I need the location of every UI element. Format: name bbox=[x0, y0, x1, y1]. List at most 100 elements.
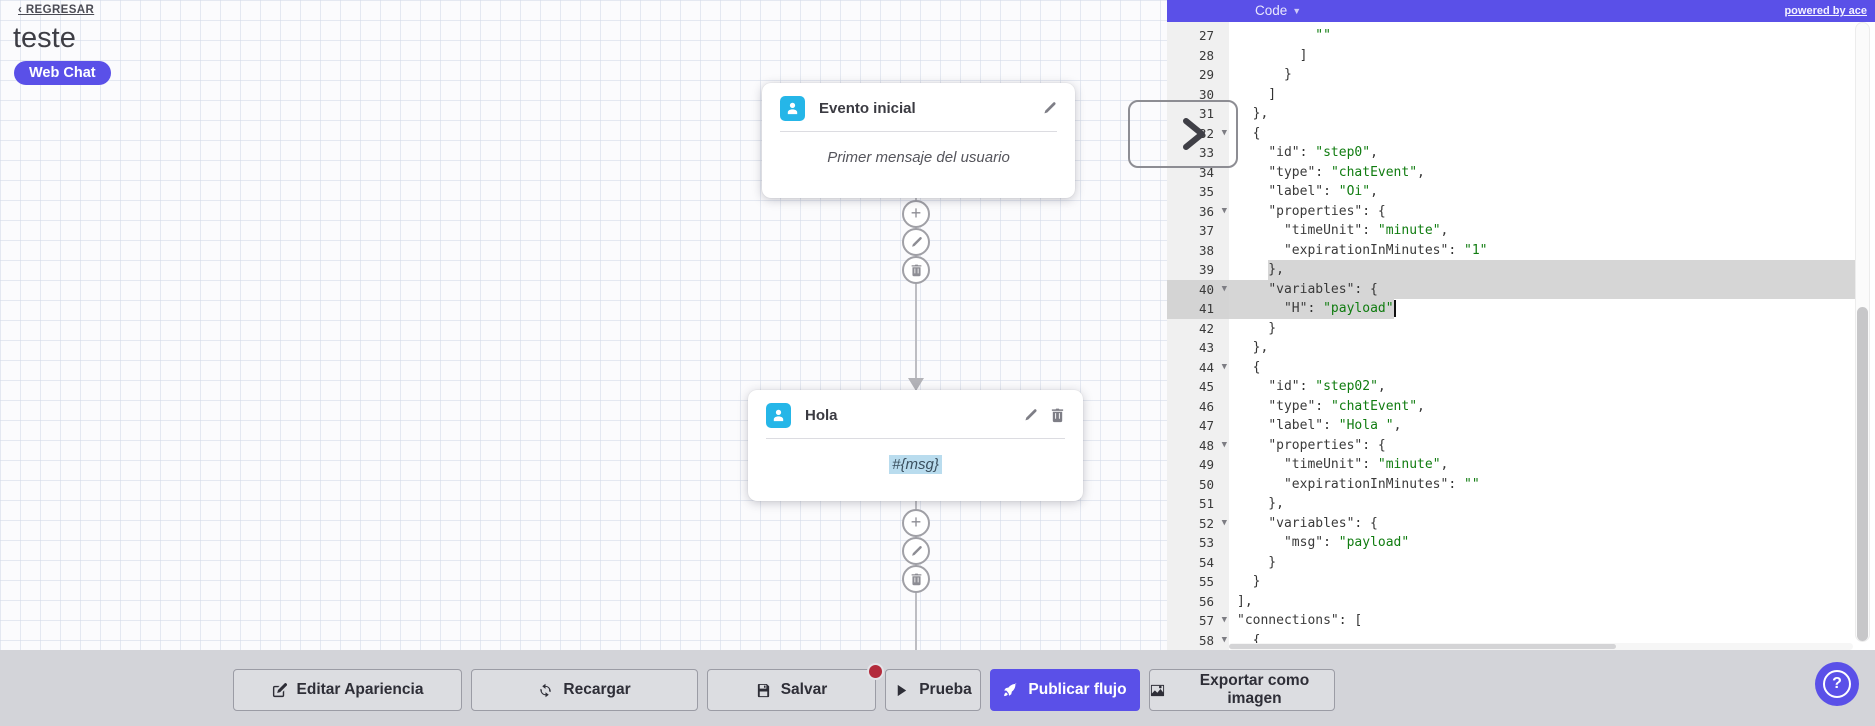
node-body-text: Primer mensaje del usuario bbox=[827, 149, 1010, 166]
code-line-48[interactable]: "properties": { bbox=[1268, 437, 1386, 453]
delete-node-icon[interactable] bbox=[1050, 408, 1065, 423]
code-line-30[interactable]: ] bbox=[1237, 86, 1277, 102]
add-step-button[interactable]: + bbox=[902, 509, 930, 537]
code-line-56[interactable]: ], bbox=[1237, 593, 1253, 609]
selection-highlight bbox=[1229, 279, 1855, 299]
gutter-line-44[interactable]: 44▼ bbox=[1167, 358, 1229, 378]
gutter-line-40[interactable]: 40▼ bbox=[1167, 279, 1229, 299]
channel-badge: Web Chat bbox=[14, 61, 111, 85]
gutter-line-29: 29 bbox=[1198, 67, 1214, 82]
code-line-36[interactable]: "properties": { bbox=[1268, 203, 1386, 219]
scrollbar-thumb[interactable] bbox=[1857, 307, 1868, 641]
code-line-40[interactable]: "variables": { bbox=[1229, 279, 1855, 299]
fold-toggle-icon[interactable]: ▼ bbox=[1221, 283, 1227, 294]
trash-icon bbox=[911, 573, 921, 585]
gutter-line-50: 50 bbox=[1198, 476, 1214, 492]
save-button[interactable]: Salvar bbox=[707, 669, 876, 711]
pencil-square-icon bbox=[272, 682, 287, 697]
code-line-53[interactable]: "msg": "payload" bbox=[1283, 535, 1410, 550]
code-line-34[interactable]: "type": "chatEvent", bbox=[1268, 164, 1425, 180]
gutter-line-57[interactable]: 57▼ bbox=[1167, 611, 1229, 631]
reload-button[interactable]: Recargar bbox=[471, 669, 698, 711]
code-line-45[interactable]: "id": "step02", bbox=[1268, 379, 1386, 394]
gutter-line-58[interactable]: 58▼ bbox=[1167, 631, 1229, 651]
add-step-button[interactable]: + bbox=[902, 200, 930, 228]
test-button[interactable]: Prueba bbox=[885, 669, 981, 711]
code-line-47[interactable]: "label": "Hola ", bbox=[1268, 418, 1402, 433]
code-line-28[interactable]: ] bbox=[1237, 47, 1308, 63]
back-link[interactable]: ‹ REGRESAR bbox=[18, 4, 95, 16]
edit-appearance-button[interactable]: Editar Apariencia bbox=[233, 669, 462, 711]
gutter-line-27: 27 bbox=[1198, 28, 1214, 43]
code-line-55[interactable]: } bbox=[1237, 574, 1261, 589]
edit-connection-button[interactable] bbox=[902, 537, 930, 565]
gutter-line-52[interactable]: 52▼ bbox=[1167, 514, 1229, 534]
edit-node-icon[interactable] bbox=[1042, 101, 1057, 116]
code-line-35[interactable]: "label": "Oi", bbox=[1268, 184, 1378, 199]
flow-canvas[interactable]: ‹ REGRESAR teste Web Chat + + bbox=[0, 0, 1167, 650]
refresh-icon bbox=[540, 683, 552, 697]
code-line-37[interactable]: "timeUnit": "minute", bbox=[1283, 223, 1449, 238]
code-panel-header: Code▼ powered by ace bbox=[1167, 0, 1875, 22]
help-button[interactable]: ? bbox=[1815, 662, 1859, 706]
gutter-line-36[interactable]: 36▼ bbox=[1167, 202, 1229, 222]
code-line-50[interactable]: "expirationInMinutes": "" bbox=[1283, 476, 1480, 492]
fold-toggle-icon[interactable]: ▼ bbox=[1221, 205, 1227, 216]
code-line-41[interactable]: "H": "payload" bbox=[1229, 299, 1855, 319]
gutter-line-38: 38 bbox=[1198, 242, 1214, 258]
selection-highlight bbox=[1268, 260, 1855, 280]
code-line-27[interactable]: "" bbox=[1315, 28, 1331, 43]
button-label: Salvar bbox=[780, 681, 828, 698]
play-icon bbox=[897, 684, 907, 696]
delete-connection-button[interactable] bbox=[902, 256, 930, 284]
editor-horizontal-scrollbar[interactable] bbox=[1229, 643, 1853, 650]
code-line-52[interactable]: "variables": { bbox=[1268, 515, 1378, 531]
code-line-46[interactable]: "type": "chatEvent", bbox=[1268, 398, 1425, 414]
gutter-line-47: 47 bbox=[1198, 418, 1214, 433]
code-panel-toggle-handle[interactable] bbox=[1128, 100, 1238, 168]
publish-flow-button[interactable]: Publicar flujo bbox=[990, 669, 1140, 711]
code-line-44[interactable]: { bbox=[1237, 359, 1261, 375]
code-line-38[interactable]: "expirationInMinutes": "1" bbox=[1283, 242, 1488, 258]
code-line-39[interactable]: }, bbox=[1229, 260, 1855, 280]
gutter-line-48[interactable]: 48▼ bbox=[1167, 436, 1229, 456]
node-evento-inicial[interactable]: Evento inicial Primer mensaje del usuari… bbox=[762, 83, 1075, 198]
code-line-33[interactable]: "id": "step0", bbox=[1268, 145, 1378, 160]
button-label: Prueba bbox=[919, 681, 972, 698]
fold-toggle-icon[interactable]: ▼ bbox=[1221, 517, 1227, 528]
button-label: Editar Apariencia bbox=[296, 681, 424, 698]
edit-node-icon[interactable] bbox=[1023, 408, 1038, 423]
fold-toggle-icon[interactable]: ▼ bbox=[1221, 439, 1227, 450]
connector-line bbox=[915, 198, 917, 390]
gutter-line-55: 55 bbox=[1198, 574, 1214, 589]
export-image-button[interactable]: Exportar como imagen bbox=[1149, 669, 1335, 711]
delete-connection-button[interactable] bbox=[902, 565, 930, 593]
code-line-58[interactable]: { bbox=[1237, 632, 1261, 648]
fold-toggle-icon[interactable]: ▼ bbox=[1221, 361, 1227, 372]
node-hola[interactable]: Hola #{msg} bbox=[748, 390, 1083, 501]
code-line-54[interactable]: } bbox=[1237, 554, 1277, 570]
editor-vertical-scrollbar[interactable] bbox=[1855, 22, 1870, 642]
code-line-42[interactable]: } bbox=[1237, 320, 1277, 336]
fold-toggle-icon[interactable]: ▼ bbox=[1221, 634, 1227, 645]
scrollbar-thumb[interactable] bbox=[1229, 644, 1616, 649]
powered-by-ace-link[interactable]: powered by ace bbox=[1784, 5, 1867, 17]
code-line-49[interactable]: "timeUnit": "minute", bbox=[1283, 457, 1449, 472]
edit-connection-button[interactable] bbox=[902, 228, 930, 256]
fold-toggle-icon[interactable]: ▼ bbox=[1221, 127, 1227, 138]
fold-toggle-icon[interactable]: ▼ bbox=[1221, 615, 1227, 625]
image-icon bbox=[1150, 684, 1165, 696]
button-label: Publicar flujo bbox=[1028, 681, 1127, 698]
code-line-31[interactable]: }, bbox=[1237, 106, 1269, 121]
gutter-line-42: 42 bbox=[1198, 320, 1214, 336]
code-line-57[interactable]: "connections": [ bbox=[1237, 613, 1363, 628]
code-line-51[interactable]: }, bbox=[1237, 496, 1284, 511]
code-line-43[interactable]: }, bbox=[1237, 340, 1269, 355]
gutter-line-53: 53 bbox=[1198, 535, 1214, 550]
code-line-29[interactable]: } bbox=[1237, 67, 1292, 82]
code-mode-dropdown[interactable]: Code▼ bbox=[1255, 3, 1302, 18]
gutter-line-56: 56 bbox=[1198, 593, 1214, 609]
code-line-32[interactable]: { bbox=[1237, 125, 1261, 141]
